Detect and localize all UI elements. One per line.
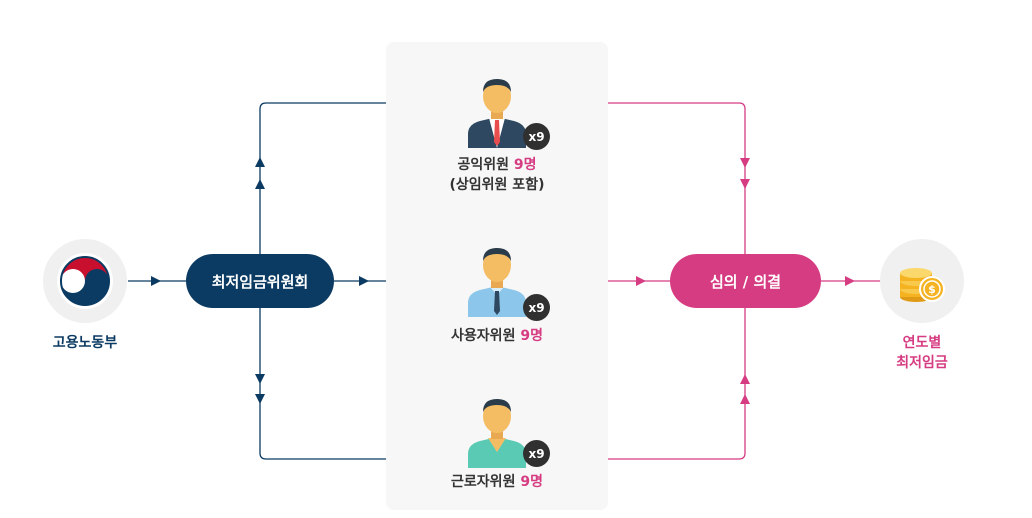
arrow-up-icon (740, 374, 750, 384)
suited-person-icon (468, 79, 526, 148)
arrow-up-icon (255, 157, 265, 167)
result-label-line1: 연도별 (902, 335, 942, 351)
committee-node: 최저임금위원회 (186, 254, 334, 308)
member-count: 9명 (520, 474, 543, 490)
member-title: 사용자위원 (451, 328, 516, 344)
arrow-down-icon (255, 394, 265, 404)
member-count: 9명 (513, 157, 537, 173)
arrow-down-icon (740, 158, 750, 168)
member-count-badge: x9 (523, 294, 550, 321)
public-member-figure (466, 76, 528, 148)
arrow-up-icon (255, 179, 265, 189)
government-emblem-icon (57, 253, 113, 309)
arrow-right-icon (151, 276, 161, 286)
member-title: 근로자위원 (451, 474, 516, 490)
worker-person-icon (468, 399, 526, 468)
arrow-down-icon (255, 374, 265, 384)
arrow-right-icon (359, 276, 369, 286)
worker-member-figure (466, 396, 528, 468)
result-label-line2: 최저임금 (896, 355, 948, 371)
employer-member-label: 사용자위원 9명 (396, 326, 598, 346)
member-count-badge: x9 (523, 440, 550, 467)
source-emblem (43, 239, 127, 323)
svg-text:$: $ (928, 283, 936, 296)
arrow-up-icon (740, 394, 750, 404)
arrow-right-icon (845, 276, 855, 286)
employer-person-icon (468, 248, 526, 317)
employer-member-figure (466, 245, 528, 317)
member-count: 9명 (520, 328, 543, 344)
result-label: 연도별 최저임금 (872, 333, 972, 373)
member-note: (상임위원 포함) (449, 177, 545, 193)
arrow-right-icon (636, 276, 646, 286)
arrow-down-icon (740, 179, 750, 189)
member-count-badge: x9 (523, 123, 550, 150)
decision-node: 심의 / 의결 (670, 254, 821, 308)
worker-member-label: 근로자위원 9명 (396, 472, 598, 492)
source-label: 고용노동부 (52, 335, 118, 351)
result-emblem: $ (880, 239, 964, 323)
coin-stack-icon: $ (900, 268, 945, 302)
member-title: 공익위원 (457, 157, 510, 173)
public-member-label: 공익위원 9명 (상임위원 포함) (396, 155, 598, 195)
